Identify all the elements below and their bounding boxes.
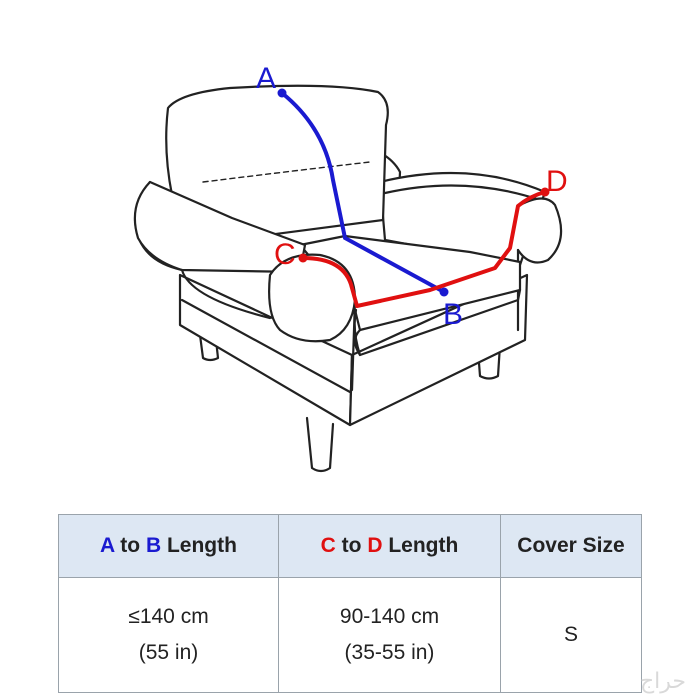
cd-length-cell: 90-140 cm (35-55 in) <box>278 577 501 693</box>
ab-header-suffix: Length <box>161 534 237 557</box>
back-cushion <box>165 84 389 240</box>
ab-header-point-a: A <box>100 534 115 557</box>
point-a-marker <box>277 88 287 98</box>
cover-size-cell: S <box>500 577 642 693</box>
cd-header-point-d: D <box>367 534 383 557</box>
point-c-label: C <box>274 238 296 271</box>
armchair-diagram: A B C D <box>133 62 568 473</box>
cd-length-cm: 90-140 cm <box>339 605 440 628</box>
ab-header-point-b: B <box>145 534 162 557</box>
ab-length-in: (55 in) <box>138 641 199 664</box>
ab-length-cm: ≤140 cm <box>128 605 209 628</box>
point-d-label: D <box>546 165 568 198</box>
left-arm <box>133 180 357 392</box>
a-to-b-line <box>280 91 446 294</box>
cd-length-in: (35-55 in) <box>344 641 435 664</box>
c-to-d-line <box>301 190 547 308</box>
ab-length-header: A to B Length <box>58 514 279 578</box>
ab-length-cell: ≤140 cm (55 in) <box>58 577 279 693</box>
cd-header-suffix: Length <box>382 534 459 557</box>
cover-size-header: Cover Size <box>500 514 642 578</box>
cd-header-point-c: C <box>320 534 336 557</box>
size-table-row: ≤140 cm (55 in) 90-140 cm (35-55 in) S <box>58 577 642 693</box>
cd-length-header: C to D Length <box>278 514 501 578</box>
size-table: A to B Length C to D Length Cover Size ≤… <box>58 514 642 693</box>
point-b-label: B <box>443 298 463 331</box>
cd-header-join: to <box>335 534 368 557</box>
point-b-marker <box>439 287 449 297</box>
point-a-label: A <box>256 62 276 95</box>
ab-header-join: to <box>114 534 146 557</box>
point-d-marker <box>540 187 550 197</box>
size-table-header-row: A to B Length C to D Length Cover Size <box>58 514 642 578</box>
watermark: حراج <box>639 669 686 694</box>
point-c-marker <box>298 253 308 263</box>
